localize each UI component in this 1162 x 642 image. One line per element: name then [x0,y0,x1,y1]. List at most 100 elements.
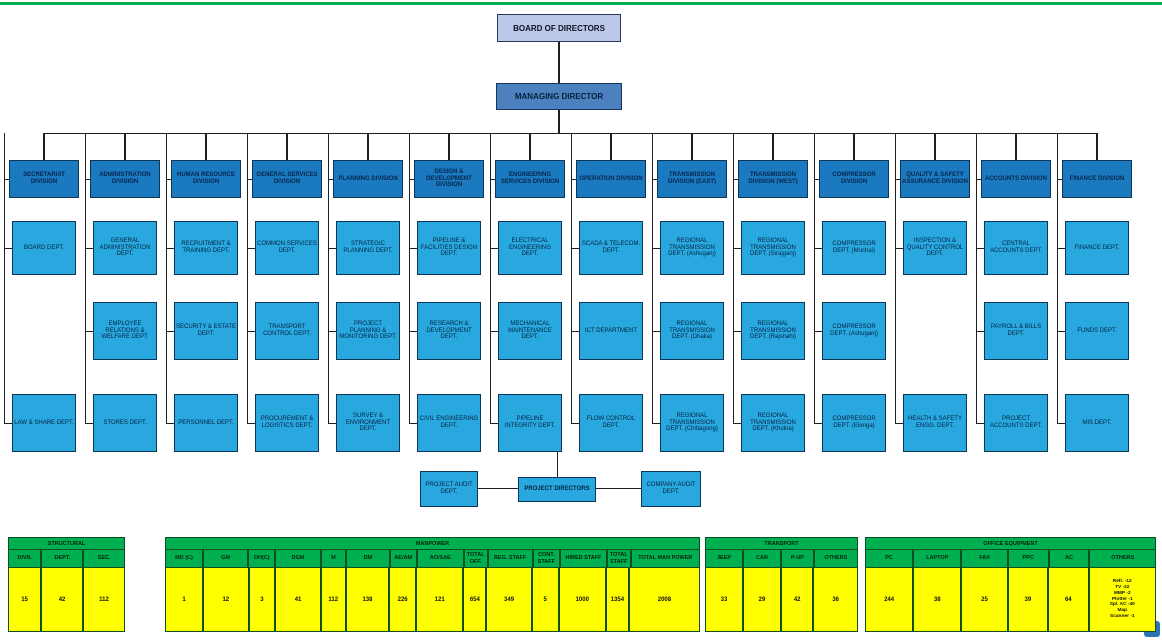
division-header-general-services-division: GENERAL SERVICES DIVISION [252,160,322,198]
dept-box-law-share-dept: LAW & SHARE DEPT. [12,394,76,452]
table-value-cell-total-man-power: 2008 [628,568,700,632]
division-header-design-development-division: DESIGN & DEVELOPMENT DIVISION [414,160,484,198]
dept-stub-line [976,423,984,425]
table-title-structural: STRUCTURAL [8,537,125,550]
dept-stub-line [814,248,822,250]
table-header-cell-dm: DM [346,550,390,568]
table-value-cell-others: 36 [813,568,858,632]
dept-box-regional-transmission-dept-sirajganj: REGIONAL TRANSMISSION DEPT. (Sirajganj) [741,221,805,275]
table-value-cell-dgm: 41 [275,568,321,632]
dept-box-procurement-logistics-dept: PROCUREMENT & LOGISTICS DEPT. [255,394,319,452]
dept-box-survey-environment-dept: SURVEY & ENVIRONMENT DEPT. [336,394,400,452]
division-rail-line [976,133,978,423]
table-value-cell-total-off: 654 [463,568,487,632]
table-header-cell-cont-staff: CONT. STAFF [532,550,560,568]
table-value-cell-pc: 244 [865,568,914,632]
table-header-cell-total-off: TOTAL OFF. [463,550,488,568]
division-rail-line [652,133,654,423]
table-header-cell-divn: DIVN. [8,550,42,568]
dept-stub-line [166,423,174,425]
dept-stub-line [4,248,12,250]
dept-box-finance-dept: FINANCE DEPT. [1065,221,1129,275]
table-header-cell-reg-staff: REG. STAFF [487,550,533,568]
table-title-office-equipment: OFFICE EQUIPMENT [865,537,1156,550]
dept-box-ict-department: ICT DEPARTMENT [579,302,643,360]
division-stub-line [409,179,414,181]
dept-box-board-dept: BOARD DEPT. [12,221,76,275]
division-drop-line [529,133,531,160]
dept-box-transport-control-dept: TRANSPORT CONTROL DEPT. [255,302,319,360]
table-header-cell-total-man-power: TOTAL MAN POWER [630,550,700,568]
division-stub-line [895,179,900,181]
table-header-cell-jeep: JEEP [705,550,744,568]
dept-box-stores-dept: STORES DEPT. [93,394,157,452]
division-stub-line [652,179,657,181]
division-header-operation-division: OPERATION DIVISION [576,160,646,198]
table-header-cell-total-staff: TOTAL STAFF [606,550,631,568]
dept-box-recruitment-training-dept: RECRUITMENT & TRAINING DEPT. [174,221,238,275]
dept-stub-line [895,248,903,250]
division-stub-line [490,179,495,181]
table-header-cell-others: OTHERS [813,550,858,568]
table-value-cell-car: 29 [743,568,782,632]
table-value-cell-laptop: 38 [913,568,962,632]
division-rail-line [571,133,573,423]
table-value-cell-sec: 112 [83,568,125,632]
dept-box-electrical-engineering-dept: ELECTRICAL ENGINEERING DEPT. [498,221,562,275]
dept-stub-line [571,423,579,425]
division-stub-line [85,179,90,181]
dept-stub-line [571,331,579,333]
table-header-cell-dgm: DGM [275,550,321,568]
dept-box-scada-telecom-dept: SCADA & TELECOM. DEPT. [579,221,643,275]
table-header-cell-md-c: MD (C) [165,550,204,568]
table-header-cell-p-up: P-UP [781,550,814,568]
table-header-cell-hired-staff: HIRED STAFF [559,550,607,568]
division-drop-line [772,133,774,160]
division-rail-line [733,133,735,423]
trio-left-line [478,488,518,490]
dept-box-compressor-dept-ashuganj: COMPRESSOR DEPT. (Ashuganj) [822,302,886,360]
table-value-cell-others: Refr. -12 TV -22 MMP -2 Plotter -1 Spl. … [1088,568,1156,632]
dept-stub-line [733,248,741,250]
table-header-cell-fax: FAX [961,550,1008,568]
dept-box-common-services-dept: COMMON SERVICES DEPT. [255,221,319,275]
table-value-cell-ac: 64 [1048,568,1089,632]
division-rail-line [895,133,897,423]
dept-box-civil-engineering-dept: CIVIL ENGINEERING DEPT. [417,394,481,452]
table-header-cell-laptop: LAPTOP [913,550,962,568]
table-header-cell-ae-am: AE/AM [389,550,417,568]
dept-stub-line [652,248,660,250]
dept-stub-line [733,331,741,333]
project-directors-drop-line [556,452,558,477]
table-title-manpower: MANPOWER [165,537,700,550]
dept-stub-line [247,331,255,333]
dept-box-regional-transmission-dept-ashuganj: REGIONAL TRANSMISSION DEPT. (Ashuganj) [660,221,724,275]
table-header-cell-ao-sae: AO/SAE [416,550,464,568]
dept-stub-line [1057,248,1065,250]
division-stub-line [733,179,738,181]
table-value-cell-md-c: 1 [165,568,204,632]
dept-stub-line [976,248,984,250]
division-rail-line [328,133,330,423]
dept-stub-line [1057,423,1065,425]
table-header-cell-sec: SEC. [83,550,125,568]
dept-box-health-safety-engg-dept: HEALTH & SAFETY ENGG. DEPT. [903,394,967,452]
division-header-human-resource-division: HUMAN RESOURCE DIVISION [171,160,241,198]
division-stub-line [814,179,819,181]
division-drop-line [934,133,936,160]
table-value-cell-fax: 25 [961,568,1008,632]
division-bus-line [44,133,1097,135]
dept-stub-line [814,331,822,333]
dept-stub-line [1057,331,1065,333]
division-rail-line [1057,133,1059,423]
dept-box-project-planning-monitoring-dept: PROJECT PLANNING & MONITORING DEPT. [336,302,400,360]
table-header-cell-gm: GM [203,550,249,568]
division-drop-line [691,133,693,160]
dept-stub-line [976,331,984,333]
dept-stub-line [85,248,93,250]
board-to-md-line [558,42,560,83]
table-value-cell-reg-staff: 349 [486,568,532,632]
division-header-quality-safety-assurance-division: QUALITY & SAFETY ASSURANCE DIVISION [900,160,970,198]
